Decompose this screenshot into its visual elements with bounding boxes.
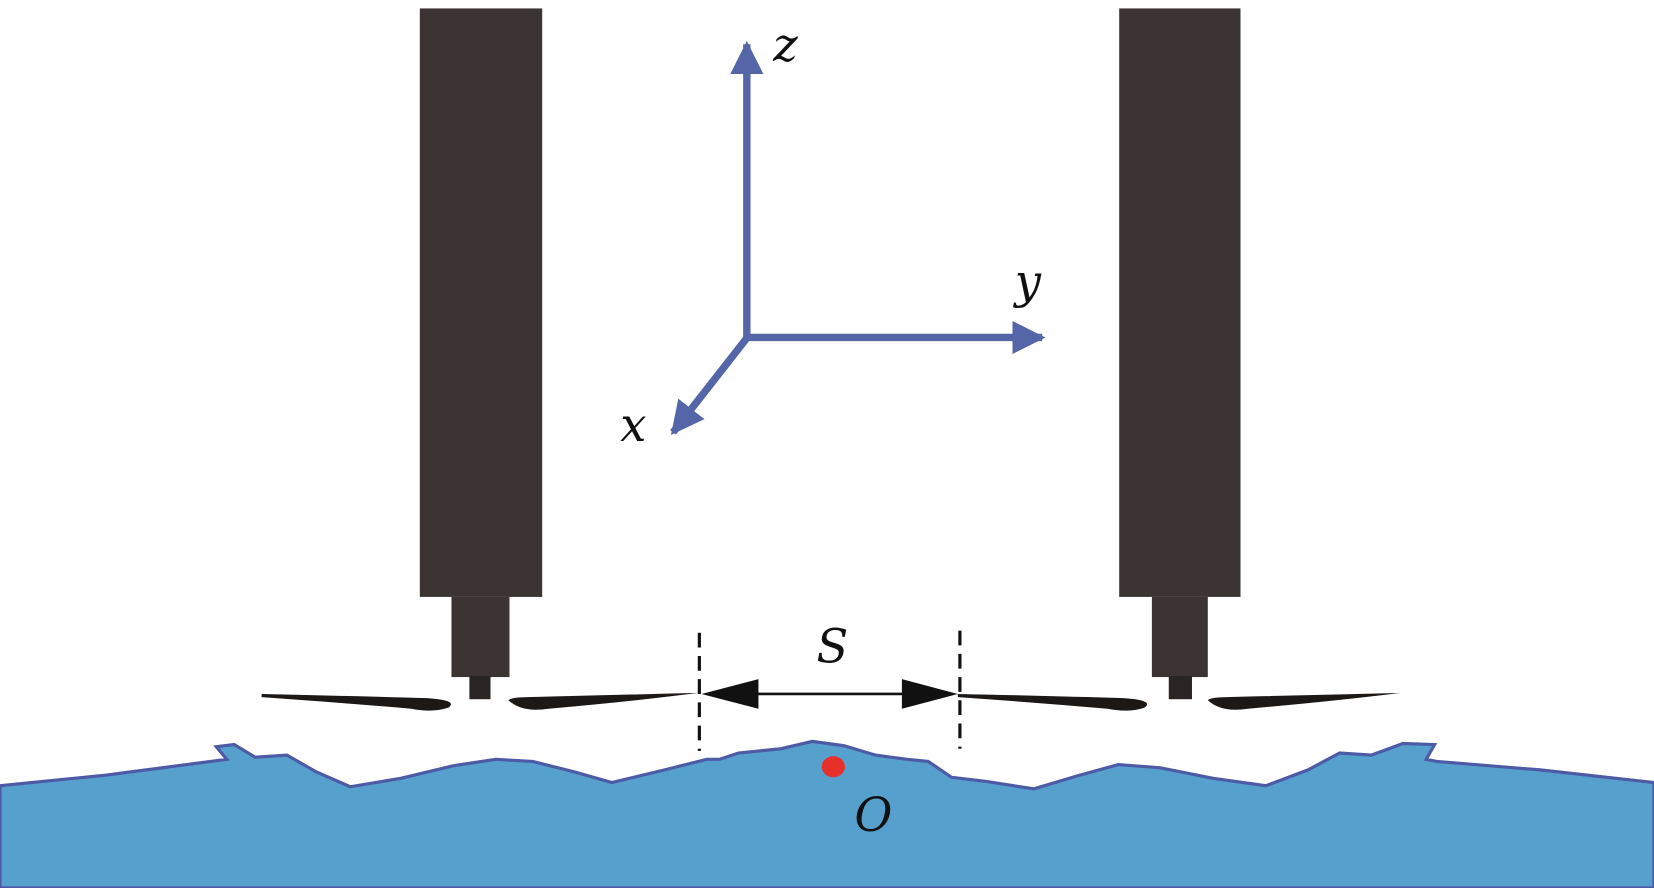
spacing-arrowhead-left	[701, 679, 759, 709]
origin-point	[821, 756, 845, 778]
spacing-arrowhead-right	[901, 679, 958, 709]
right-propeller-blade	[1207, 692, 1401, 710]
right-motor	[1151, 596, 1208, 678]
left-shaft	[469, 676, 491, 700]
right-tower	[1119, 8, 1241, 597]
y-axis-label: y	[1013, 254, 1042, 308]
left-tower	[419, 8, 543, 597]
right-rotor	[957, 8, 1401, 711]
right-propeller-blade	[957, 693, 1148, 711]
x-axis-label: x	[620, 398, 646, 452]
left-motor	[451, 596, 510, 678]
right-shaft	[1168, 676, 1192, 700]
spacing-label: S	[816, 619, 848, 673]
left-rotor	[261, 8, 699, 711]
left-propeller-blade	[261, 693, 451, 711]
x-axis-arrow	[670, 333, 752, 436]
water-surface	[0, 739, 1654, 888]
z-axis-label: z	[772, 18, 798, 72]
left-propeller-blade	[508, 692, 699, 710]
coordinate-axes: z y x	[620, 18, 1046, 452]
origin-label: O	[854, 788, 892, 842]
